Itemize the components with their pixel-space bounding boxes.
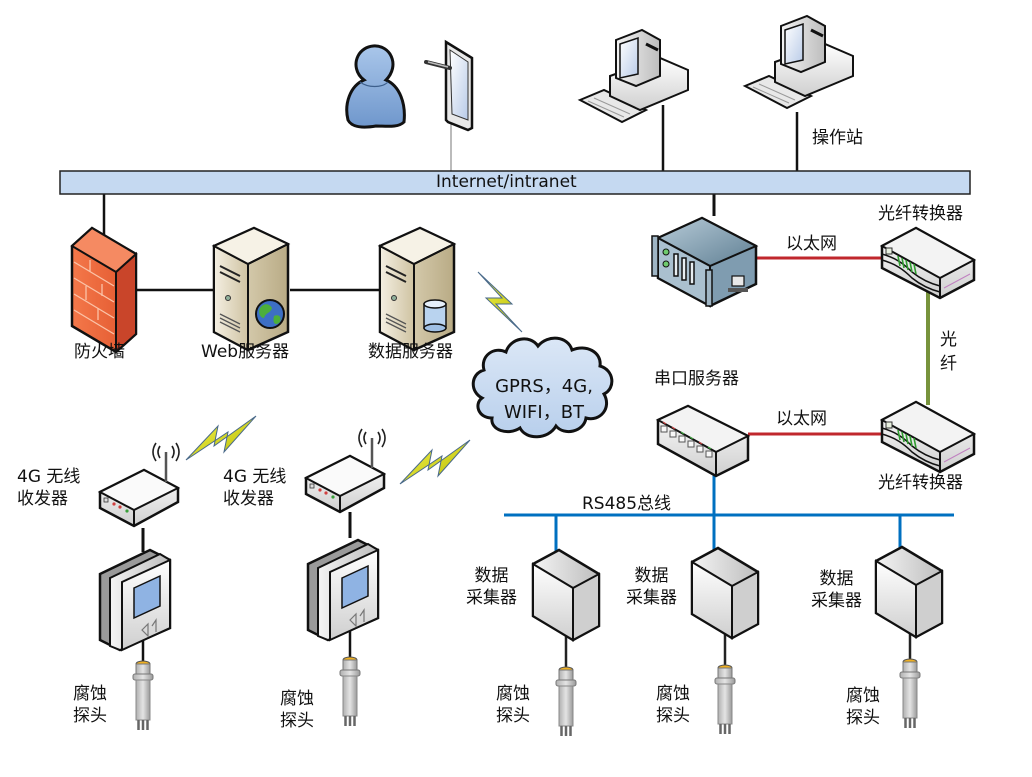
data-collector-icon-3 — [874, 545, 944, 639]
internet-bus — [59, 170, 971, 195]
serial-server-icon — [655, 404, 751, 478]
rs485-bus-label: RS485总线 — [582, 494, 672, 514]
data-server-label: 数据服务器 — [368, 342, 453, 362]
monitor-station-icon-2 — [306, 538, 380, 642]
probe-label-4: 腐蚀 探头 — [656, 684, 690, 726]
corrosion-probe-icon-4 — [713, 663, 737, 736]
probe-label-5: 腐蚀 探头 — [846, 686, 880, 728]
serial-server-label: 串口服务器 — [654, 369, 739, 389]
lightning-icon-transceiver-2 — [399, 439, 471, 485]
corrosion-probe-icon-1 — [131, 659, 155, 732]
fiber-converter-top-label: 光纤转换器 — [878, 204, 963, 224]
workstation-computer-1 — [578, 28, 690, 124]
probe-label-2: 腐蚀 探头 — [280, 689, 314, 731]
web-server-label: Web服务器 — [201, 342, 290, 362]
collector-label-3: 数据 采集器 — [811, 569, 862, 611]
collector-label-2: 数据 采集器 — [626, 566, 677, 608]
internet-bus-label: Internet/intranet — [436, 172, 577, 192]
ethernet-label-top: 以太网 — [786, 234, 837, 254]
workstation-label: 操作站 — [812, 128, 863, 148]
transceiver-label-2: 4G 无线 收发器 — [223, 467, 287, 509]
cloud-label-line2: WIFI，BT — [503, 402, 585, 423]
data-collector-icon-1 — [531, 548, 601, 642]
4g-transceiver-icon-2 — [304, 427, 387, 514]
person-icon — [345, 44, 406, 129]
database-icon — [423, 299, 447, 333]
corrosion-probe-icon-5 — [898, 657, 922, 730]
cloud-label-line1: GPRS，4G, — [495, 376, 593, 397]
fiber-converter-top-icon — [880, 226, 976, 300]
corrosion-probe-icon-3 — [554, 665, 578, 738]
globe-icon — [255, 299, 285, 329]
cloud-label: GPRS，4G, WIFI，BT — [484, 374, 604, 426]
data-server-icon — [378, 226, 456, 352]
rack-server-icon — [651, 216, 759, 308]
ethernet-label-bottom: 以太网 — [776, 409, 827, 429]
monitor-station-icon-1 — [98, 548, 172, 652]
transceiver-label-1: 4G 无线 收发器 — [17, 467, 81, 509]
fiber-label: 光 纤 — [940, 330, 957, 374]
data-collector-icon-2 — [690, 546, 760, 640]
probe-label-1: 腐蚀 探头 — [73, 684, 107, 726]
probe-label-3: 腐蚀 探头 — [496, 684, 530, 726]
fiber-converter-bottom-label: 光纤转换器 — [878, 473, 963, 493]
firewall-icon — [70, 226, 138, 355]
4g-transceiver-icon-1 — [98, 441, 181, 528]
wireless-cloud-icon — [471, 336, 614, 439]
collector-label-1: 数据 采集器 — [466, 566, 517, 608]
lightning-icon-data-server — [477, 271, 523, 333]
web-server-icon — [212, 226, 290, 352]
corrosion-probe-icon-2 — [338, 655, 362, 728]
tablet-icon — [424, 39, 474, 132]
workstation-computer-2 — [743, 14, 855, 110]
lightning-icon-transceiver-1 — [185, 415, 257, 461]
firewall-label: 防火墙 — [74, 342, 125, 362]
fiber-converter-bottom-icon — [880, 400, 976, 474]
